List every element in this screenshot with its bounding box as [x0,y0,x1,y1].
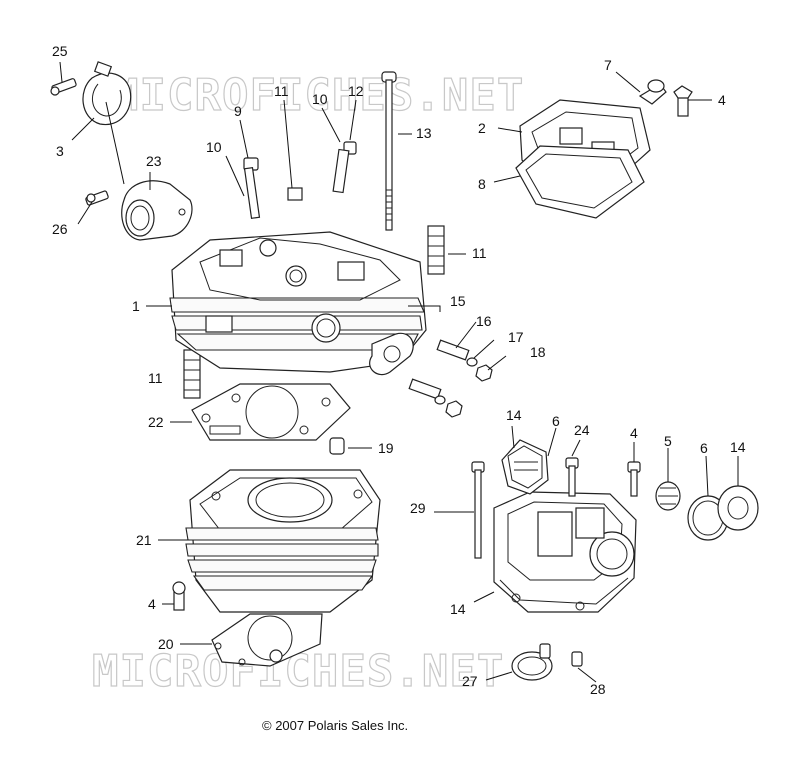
callout-numbers: 25 3 26 23 9 10 11 10 12 13 1 11 11 22 1… [52,43,746,697]
callout-2: 2 [478,120,486,136]
callout-17: 17 [508,329,524,345]
intake-boot [85,180,193,241]
callout-9: 9 [234,103,242,119]
copyright-notice: © 2007 Polaris Sales Inc. [262,718,408,733]
callout-26: 26 [52,221,68,237]
callout-3: 3 [56,143,64,159]
base-gasket [211,613,323,667]
side-plug [655,481,759,541]
long-stud [381,71,397,231]
long-bolt [471,461,485,559]
callout-11-left: 11 [148,370,163,386]
callout-8: 8 [478,176,486,192]
callout-7: 7 [604,57,612,73]
short-bolts [565,457,641,497]
small-studs [243,141,357,219]
callout-28: 28 [590,681,606,697]
callout-10-left: 10 [206,139,222,155]
leader-lines [59,61,739,683]
dowel-pin [329,437,345,455]
callout-1: 1 [132,298,140,314]
cylinder-head [169,231,427,373]
exhaust-hardware [369,332,493,418]
callout-23: 23 [146,153,162,169]
cylinder [172,469,381,613]
callout-12: 12 [348,83,364,99]
valve-cover-assembly [515,79,693,219]
callout-25: 25 [52,43,68,59]
callout-14-right: 14 [730,439,746,455]
clamp-and-bolt [50,61,132,126]
callout-18: 18 [530,344,546,360]
callout-20: 20 [158,636,174,652]
callout-13: 13 [416,125,432,141]
shim-stacks [183,187,445,399]
callout-16: 16 [476,313,492,329]
callout-22: 22 [148,414,164,430]
callout-15: 15 [450,293,466,309]
callout-4-left: 4 [148,596,156,612]
callout-14-bottom: 14 [450,601,466,617]
callout-21: 21 [136,532,152,548]
watermark-top: MICROFICHES.NET [112,70,524,121]
callout-4-top: 4 [718,92,726,108]
callout-6-right: 6 [700,440,708,456]
cam-housing [493,491,637,613]
head-gasket [191,383,351,441]
callout-19: 19 [378,440,394,456]
callout-11-right: 11 [472,245,487,261]
callout-27: 27 [462,673,478,689]
callout-11-top: 11 [274,83,289,99]
callout-14-top: 14 [506,407,522,423]
callout-4-right: 4 [630,425,638,441]
callout-6-left: 6 [552,413,560,429]
breather-cover [501,439,549,495]
callout-5: 5 [664,433,672,449]
callout-29: 29 [410,500,426,516]
bottom-plug [511,643,583,681]
callout-24: 24 [574,422,590,438]
callout-10-right: 10 [312,91,328,107]
